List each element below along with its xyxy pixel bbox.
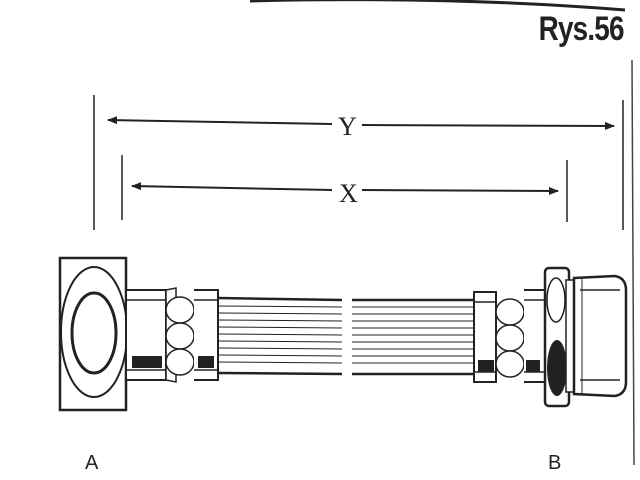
dimension-x-label: X <box>339 179 358 208</box>
figure-title: Rys.56 <box>539 10 625 48</box>
threaded-connector-b <box>572 274 628 398</box>
frame-top-edge <box>249 0 626 12</box>
ferrule-right <box>473 289 546 383</box>
end-label-b: B <box>548 452 562 474</box>
hex-nut-b <box>543 266 575 408</box>
ferrule-left <box>125 287 219 383</box>
frame-right-edge <box>631 59 635 466</box>
dimension-y-label: Y <box>338 112 357 141</box>
banjo-fitting-a <box>58 256 128 412</box>
hose-segment-right <box>352 298 474 376</box>
dimension-y-arrow-left <box>107 116 333 125</box>
end-label-a: A <box>85 452 99 474</box>
hose-segment-left <box>217 296 343 376</box>
dimension-x-arrow-left <box>131 182 333 191</box>
dimension-x-arrow-right <box>361 186 559 195</box>
dimension-y-arrow-right <box>361 121 615 130</box>
